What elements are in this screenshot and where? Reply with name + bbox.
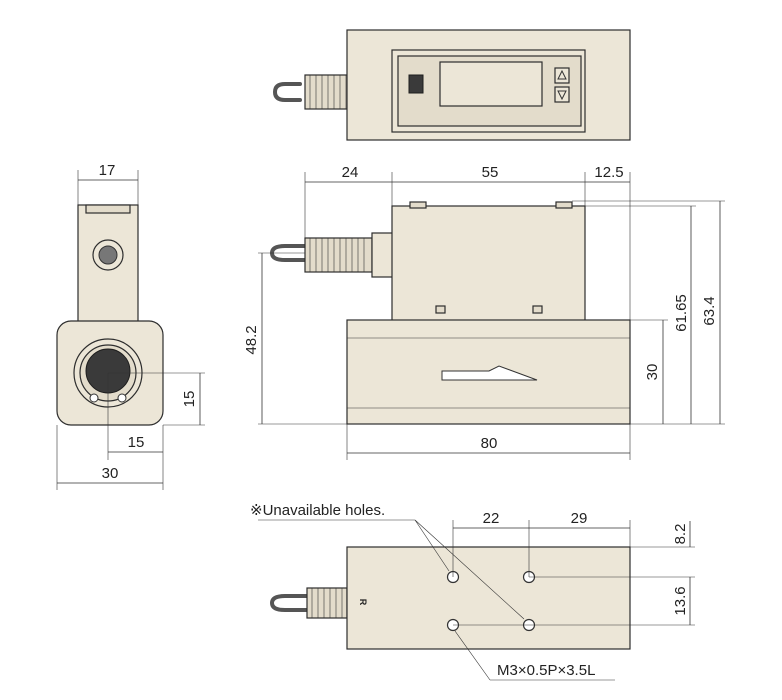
front-cable-boot xyxy=(304,232,395,278)
front-view: 24 55 12.5 48.2 30 61.65 63.4 80 xyxy=(243,164,725,460)
dim-side-port-v: 15 xyxy=(181,391,198,408)
dim-top-left: 24 xyxy=(342,164,359,181)
dim-top-right: 12.5 xyxy=(594,164,623,181)
top-view xyxy=(272,29,631,141)
note-unavailable-holes: ※Unavailable holes. xyxy=(250,502,385,519)
bottom-view: R ※Unavailable holes. M3×0.5P×3.5L 22 29… xyxy=(250,502,695,681)
dim-height-total2: 63.4 xyxy=(701,296,718,325)
front-display-block xyxy=(391,205,586,323)
dim-hole-edge: 8.2 xyxy=(672,524,689,545)
bottom-cable-boot xyxy=(306,587,348,619)
dim-hole-pitch: 13.6 xyxy=(672,586,689,615)
dim-side-port-h: 15 xyxy=(128,434,145,451)
dim-height-body: 30 xyxy=(644,364,661,381)
dim-height-cable: 48.2 xyxy=(243,325,260,354)
mark-r: R xyxy=(358,599,368,606)
side-view: 17 30 15 15 xyxy=(56,162,205,490)
note-thread: M3×0.5P×3.5L xyxy=(497,662,595,679)
dim-side-width: 17 xyxy=(99,162,116,179)
dim-side-bottom: 30 xyxy=(102,465,119,482)
dim-top-mid: 55 xyxy=(482,164,499,181)
logo-icon xyxy=(408,74,424,94)
dim-hole-span-b: 29 xyxy=(571,510,588,527)
dim-length: 80 xyxy=(481,435,498,452)
dim-hole-span-a: 22 xyxy=(483,510,500,527)
bottom-body xyxy=(346,546,631,650)
dim-height-total1: 61.65 xyxy=(673,294,690,332)
flow-arrow-icon xyxy=(441,365,538,381)
lcd-window xyxy=(439,61,543,107)
